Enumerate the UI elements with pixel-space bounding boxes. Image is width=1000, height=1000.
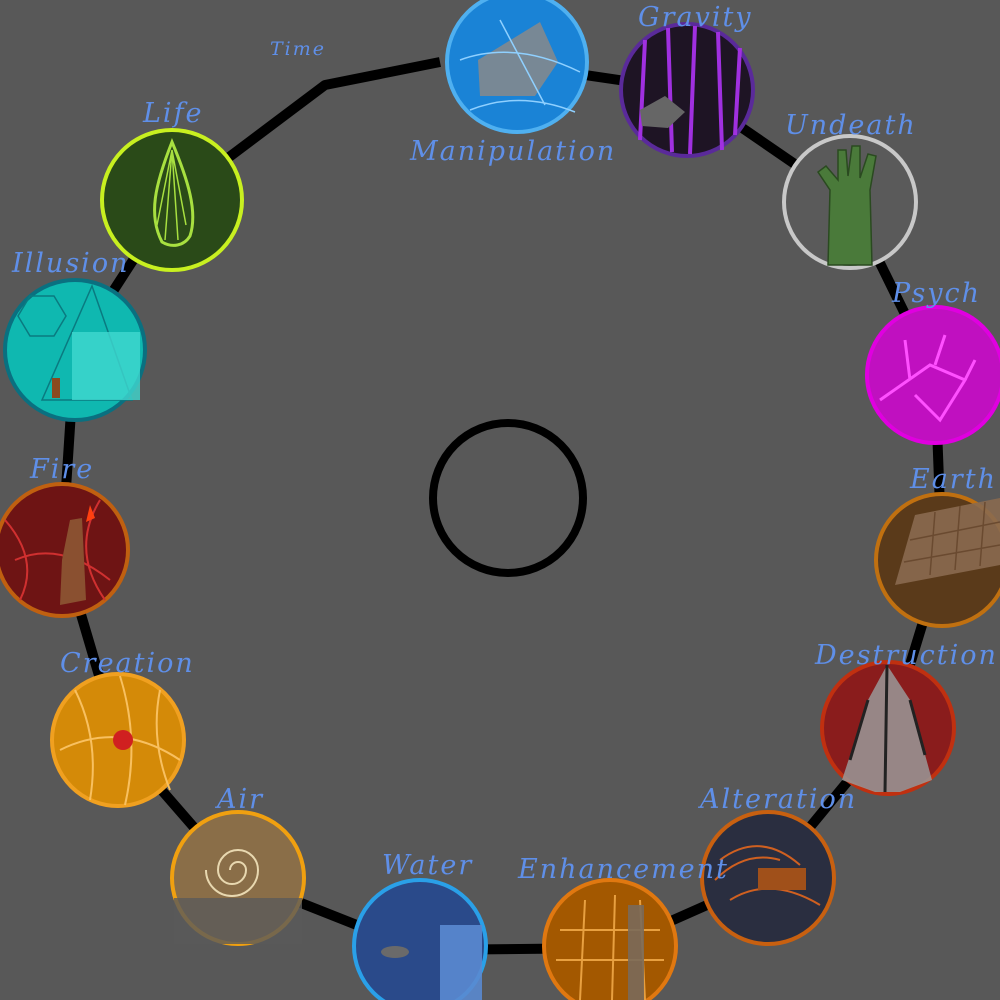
rock-icon (478, 22, 558, 96)
label-psych: Psych (891, 278, 981, 309)
node-water[interactable] (352, 878, 488, 1000)
label-creation: Creation (60, 648, 195, 679)
person-icon (52, 378, 60, 398)
hexagon-icon (17, 295, 67, 337)
rock-icon (381, 946, 409, 958)
node-gravity[interactable] (619, 22, 755, 158)
label-time: Time (270, 38, 326, 60)
rune-lines-icon (459, 19, 581, 113)
node-illusion[interactable] (3, 278, 147, 422)
life-circle (100, 128, 244, 272)
ring-path (57, 57, 947, 955)
pillar-icon (628, 905, 644, 1000)
illusion-panel-icon (72, 332, 140, 400)
seed-icon (153, 138, 195, 247)
psych-circle (865, 305, 1000, 445)
gravity-lines-icon (638, 25, 742, 155)
label-gravity: Gravity (638, 2, 753, 33)
label-fire: Fire (29, 454, 94, 485)
label-alteration: Alteration (697, 784, 857, 815)
enhancement-grid-icon (556, 894, 664, 1000)
falling-rock-icon (640, 96, 685, 128)
ground-icon (174, 898, 302, 944)
label-destruction: Destruction (814, 640, 998, 671)
node-air[interactable] (170, 810, 306, 946)
enhancement-circle (542, 878, 678, 1000)
seed-lines-icon (156, 149, 187, 241)
node-life[interactable] (100, 128, 244, 272)
node-earth[interactable] (874, 492, 1000, 628)
label-life: Life (142, 98, 204, 129)
node-alteration[interactable] (700, 810, 836, 946)
earth-slab-icon (895, 498, 1000, 585)
center-circle (429, 419, 587, 577)
water-wall-icon (440, 925, 482, 1000)
node-undeath[interactable] (782, 134, 918, 270)
node-destruction[interactable] (820, 660, 956, 796)
node-creation[interactable] (50, 672, 186, 808)
alteration-block-icon (758, 868, 806, 890)
node-manipulation[interactable] (445, 0, 589, 134)
node-enhancement[interactable] (542, 878, 678, 1000)
label-air: Air (214, 784, 264, 815)
node-psych[interactable] (865, 305, 1000, 445)
label-illusion: Illusion (11, 248, 129, 279)
wind-swirl-icon (205, 849, 260, 897)
fire-lines-icon (4, 499, 111, 601)
label-manipulation: Manipulation (409, 136, 616, 167)
zombie-hand-icon (816, 145, 877, 266)
node-fire[interactable] (0, 482, 130, 618)
label-water: Water (382, 850, 473, 881)
crack-icon (848, 664, 927, 793)
apple-icon (113, 730, 133, 750)
label-earth: Earth (909, 464, 997, 495)
flame-icon (86, 505, 95, 522)
burning-tree-icon (60, 518, 86, 605)
earth-grid-icon (903, 501, 1000, 576)
neural-lines-icon (879, 334, 977, 423)
label-enhancement: Enhancement (517, 854, 729, 885)
label-undeath: Undeath (785, 110, 917, 141)
